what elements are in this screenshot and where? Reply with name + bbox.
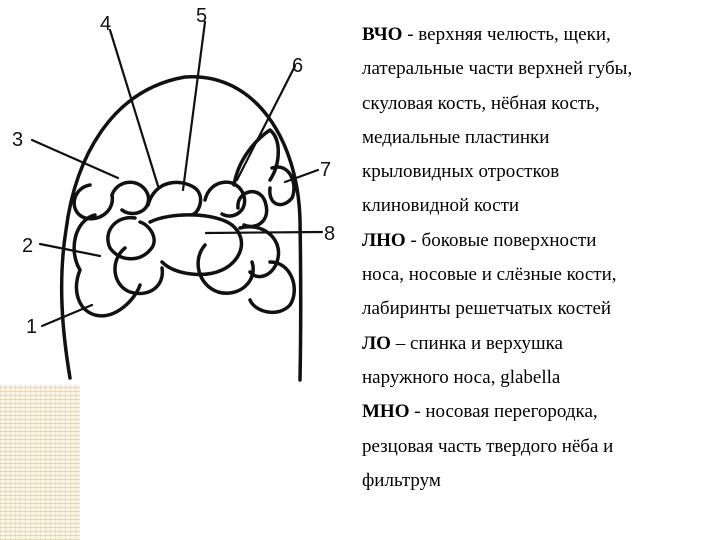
leader-line-8: [204, 230, 324, 235]
legend-line: скуловая кость, нёбная кость,: [362, 92, 600, 114]
right-cheek-lobe: [268, 165, 296, 207]
legend-desc: - боковые поверхности: [405, 229, 597, 251]
legend-line: лабиринты решетчатых костей: [362, 298, 612, 320]
legend-line: наружного носа, glabella: [362, 366, 561, 388]
legend-line: фильтрум: [362, 469, 441, 491]
label-2: 2: [22, 235, 33, 257]
legend-desc: - носовая перегородка,: [409, 401, 598, 423]
legend-line: ЛО – спинка и верхушка: [362, 327, 712, 361]
leader-line-7: [283, 168, 320, 184]
legend-term-vcho: ВЧО: [362, 24, 403, 45]
leader-line-2: [38, 242, 102, 258]
legend-line: ЛНО - боковые поверхности: [362, 224, 712, 258]
right-inner-fold: [238, 225, 281, 279]
legend-term-lo: ЛО: [362, 332, 391, 354]
label-7: 7: [320, 159, 331, 181]
leader-line-3: [30, 138, 120, 180]
background-texture: [0, 385, 80, 540]
legend-line: носа, носовые и слёзные кости,: [362, 264, 617, 286]
label-5: 5: [196, 5, 207, 27]
left-lateral-lobe: [72, 213, 142, 318]
left-nasal-pit: [113, 246, 165, 296]
label-1: 1: [26, 316, 37, 338]
central-frontal-mass: [148, 213, 244, 277]
legend-line: крыловидных отростков: [362, 161, 560, 183]
leader-line-4: [108, 28, 160, 188]
legend-line: ВЧО - верхняя челюсть, щеки,: [362, 18, 712, 52]
left-upper-cushion: [72, 183, 115, 221]
head-outline: [59, 75, 303, 382]
legend-line: МНО - носовая перегородка,: [362, 395, 712, 429]
label-3: 3: [12, 129, 23, 151]
embryo-face-diagram: 1 2 3 4 5 6 7 8: [12, 5, 335, 382]
legend-line: резцовая часть твердого нёба и: [362, 435, 614, 457]
right-upper-process: [232, 128, 280, 187]
left-inner-fold: [106, 215, 156, 261]
leader-line-6: [235, 64, 297, 182]
right-nasal-pit: [196, 243, 255, 295]
label-8: 8: [324, 223, 335, 245]
legend-line: медиальные пластинки: [362, 126, 550, 148]
label-4: 4: [100, 13, 111, 35]
leader-line-5: [181, 20, 207, 192]
legend-desc: - верхняя челюсть, щеки,: [402, 24, 611, 45]
right-lateral-lobe: [248, 260, 296, 315]
label-6: 6: [292, 55, 303, 77]
legend-text: ВЧО - верхняя челюсть, щеки, латеральные…: [362, 18, 712, 498]
legend-term-lno: ЛНО: [362, 229, 406, 251]
central-ridge: [146, 180, 203, 217]
leader-line-1: [40, 303, 94, 328]
legend-line: клиновидной кости: [362, 195, 520, 217]
legend-term-mno: МНО: [362, 401, 410, 423]
legend-line: латеральные части верхней губы,: [362, 58, 633, 80]
legend-desc: – спинка и верхушка: [390, 332, 563, 354]
left-mid-cushion: [110, 180, 151, 216]
